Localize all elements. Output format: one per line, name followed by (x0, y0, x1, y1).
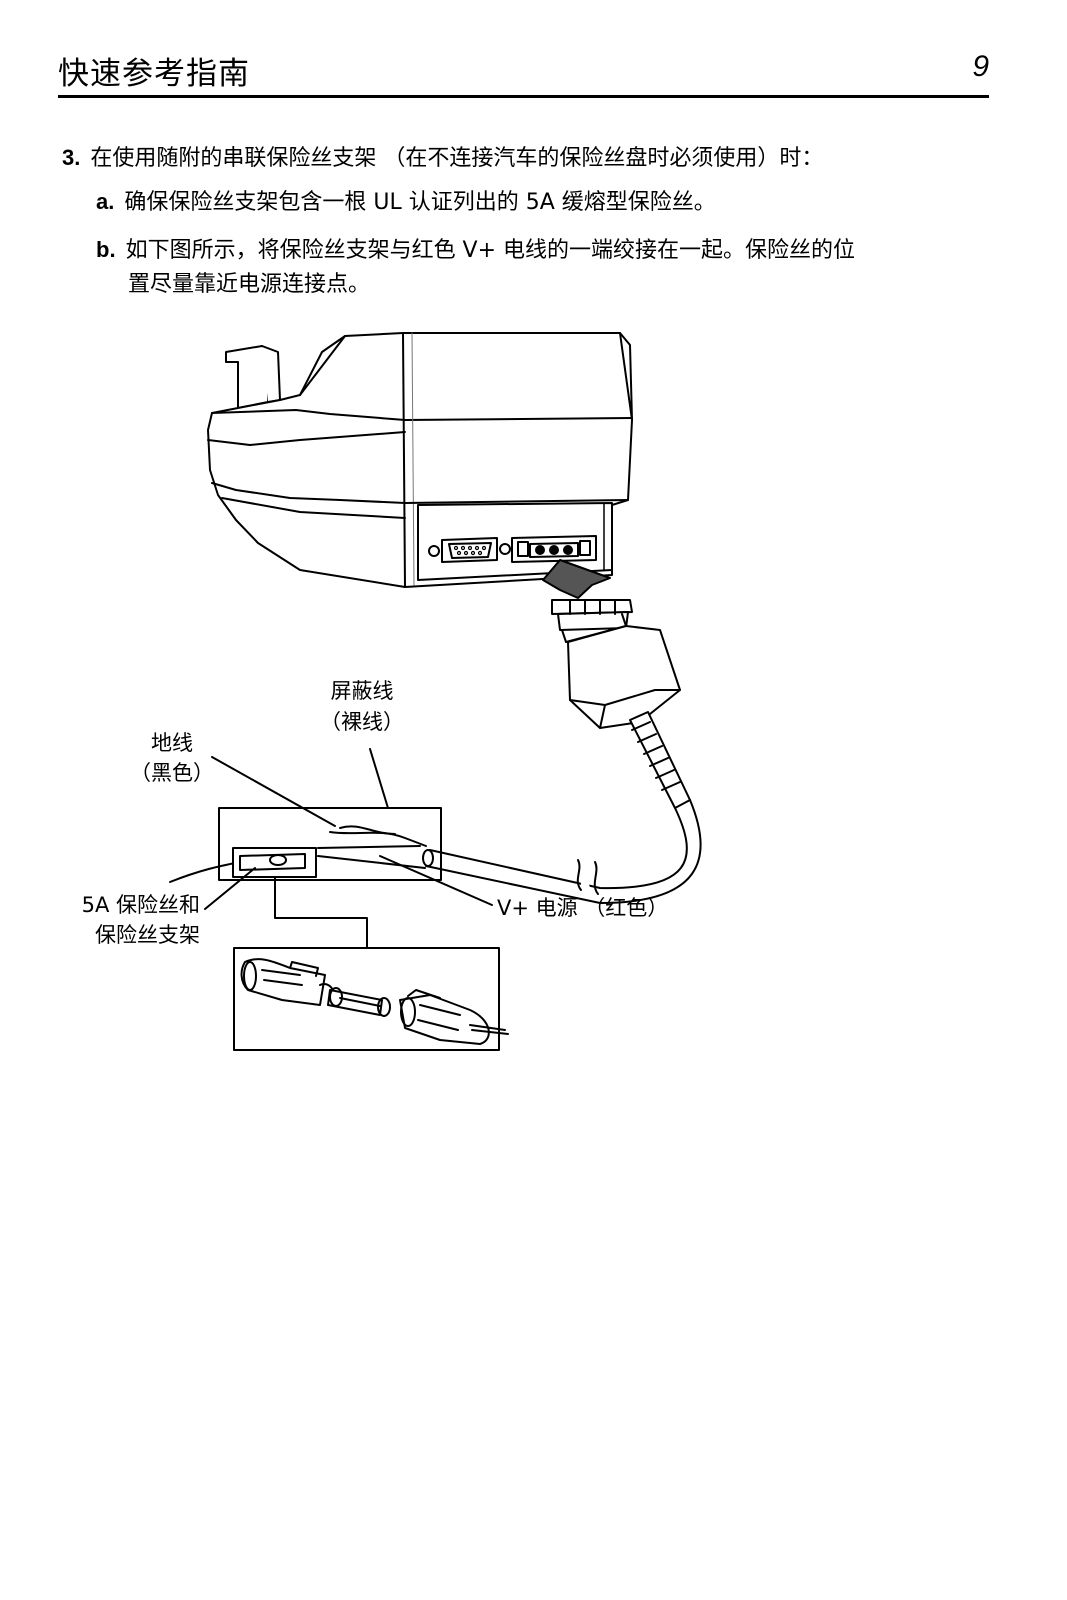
zoom-connector (274, 876, 368, 949)
fuse-zoom-box (233, 947, 509, 1051)
callout-leader-fuse (204, 867, 256, 910)
step-b-text-line1: 如下图所示，将保险丝支架与红色 V+ 电线的一端绞接在一起。保险丝的位 (125, 238, 856, 263)
step-a: a. 确保保险丝支架包含一根 UL 认证列出的 5A 缓熔型保险丝。 (96, 185, 716, 219)
splice-detail-box (169, 807, 442, 883)
step-3: 3. 在使用随附的串联保险丝支架 （在不连接汽车的保险丝盘时必须使用）时： (62, 141, 823, 175)
insert-arrow-icon (542, 559, 611, 599)
step-b: b. 如下图所示，将保险丝支架与红色 V+ 电线的一端绞接在一起。保险丝的位 (96, 233, 855, 267)
step-b-text-line2: 置尽量靠近电源连接点。 (128, 272, 371, 297)
step-a-text: 确保保险丝支架包含一根 UL 认证列出的 5A 缓熔型保险丝。 (124, 190, 716, 215)
page-number: 9 (972, 50, 989, 83)
cradle-device (207, 332, 633, 588)
header-divider (58, 95, 989, 98)
power-cable (422, 711, 702, 904)
callout-fuse-line1: 5A 保险丝和 (82, 893, 200, 917)
step-3-marker: 3. (62, 145, 81, 170)
callout-fuse-line2: 保险丝支架 (95, 923, 200, 947)
fuse-wiring-illustration: 屏蔽线 （裸线） 地线 （黑色） 5A 保险丝和 保险丝支架 V+ 电源 （红色… (82, 332, 702, 1051)
callout-power-wire: V+ 电源 （红色） (497, 896, 668, 920)
step-b-marker: b. (96, 237, 116, 262)
callout-ground-wire-line2: （黑色） (130, 761, 214, 785)
step-a-marker: a. (96, 189, 115, 214)
callout-shield-wire-line1: 屏蔽线 (331, 679, 394, 703)
step-b-continuation: 置尽量靠近电源连接点。 (128, 268, 370, 301)
power-plug (551, 599, 681, 729)
callout-shield-wire-line2: （裸线） (320, 710, 404, 734)
page-title: 快速参考指南 (58, 56, 250, 92)
callout-leader-ground (211, 756, 336, 827)
callout-leader-power (379, 855, 493, 906)
callout-ground-wire-line1: 地线 (151, 731, 193, 755)
callout-leader-shield (369, 748, 389, 809)
step-3-text: 在使用随附的串联保险丝支架 （在不连接汽车的保险丝盘时必须使用）时： (90, 146, 824, 171)
